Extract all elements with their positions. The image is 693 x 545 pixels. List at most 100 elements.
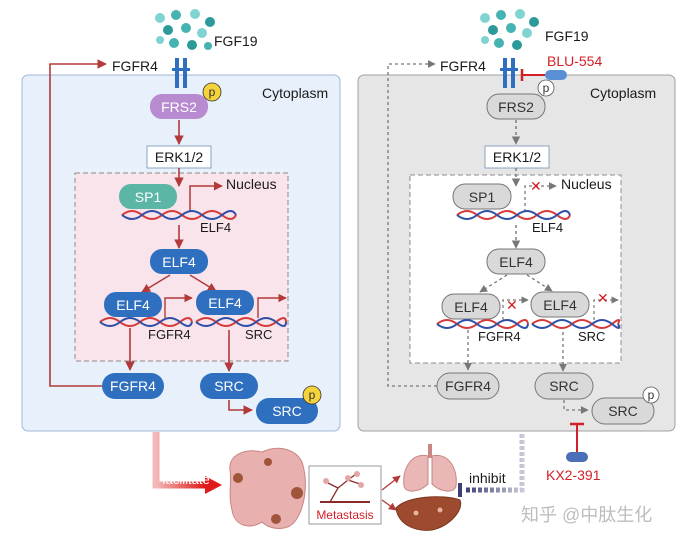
right-fgfr4-node-label: FGFR4	[445, 378, 491, 394]
right-elf4-right-node	[530, 291, 590, 318]
right-block-x-src: ✕	[597, 290, 609, 306]
liver-icon	[395, 496, 462, 531]
left-fgf19-ligand-icon	[155, 9, 215, 50]
left-erk-label: ERK1/2	[155, 149, 203, 165]
left-src-node	[200, 373, 258, 399]
facilitate-arrowhead	[205, 476, 222, 494]
right-elf4-right-label: ELF4	[543, 297, 577, 313]
left-fgfr4-node-label: FGFR4	[110, 378, 156, 394]
right-arrow-src-gene	[593, 296, 619, 320]
right-fgf19-label: FGF19	[545, 28, 589, 44]
left-src-node-label: SRC	[214, 378, 244, 394]
left-phospho-badge-src	[302, 385, 322, 405]
lung-icon	[403, 444, 457, 492]
left-sp1-label: SP1	[135, 189, 162, 205]
right-fgfr4-label: FGFR4	[440, 58, 486, 74]
left-dna-fgfr4-icon	[99, 317, 193, 327]
left-elf4-left-node	[104, 292, 162, 317]
facilitate-label: facilitate	[162, 472, 210, 487]
right-src-gene-label: SRC	[578, 329, 605, 344]
metastasis-tree-icon	[320, 471, 370, 503]
right-fgfr4-gene-label: FGFR4	[478, 329, 521, 344]
metastasis-label: Metastasis	[316, 508, 373, 522]
right-frs2-label: FRS2	[498, 99, 534, 115]
right-src-p-label: SRC	[608, 403, 638, 419]
left-frs2-label: FRS2	[161, 99, 197, 115]
right-feedback-arrow	[387, 60, 437, 387]
right-phospho-label-frs2: p	[543, 81, 550, 95]
left-arrow-to-nucleus	[189, 181, 223, 212]
left-frs2-node	[150, 94, 208, 119]
left-feedback-arrow	[49, 59, 107, 387]
inhibit-label: inhibit	[469, 470, 506, 486]
right-arrow-elf4-left	[479, 274, 508, 293]
metastasis-arrow-lung	[381, 475, 401, 491]
left-cytoplasm-label: Cytoplasm	[262, 85, 328, 101]
kx2391-capsule-icon	[566, 452, 588, 462]
right-dna-src-icon	[531, 319, 621, 329]
left-elf4-left-label: ELF4	[116, 297, 150, 313]
right-src-p-node	[591, 397, 655, 425]
left-elf4-node	[150, 249, 208, 274]
right-elf4-gene-label: ELF4	[532, 220, 563, 235]
metastasis-box	[308, 465, 382, 525]
left-phospho-badge-frs2	[202, 82, 222, 102]
right-dna-fgfr4-icon	[436, 319, 529, 329]
right-src-node-label: SRC	[549, 378, 579, 394]
kx2391-label: KX2-391	[546, 467, 601, 483]
right-arrow-to-nucleus	[524, 182, 557, 212]
left-elf4-right-label: ELF4	[208, 295, 242, 311]
right-blu554-capsule-icon	[545, 70, 567, 80]
right-arrow-elf4-right	[526, 274, 553, 292]
left-src-p-label: SRC	[272, 403, 302, 419]
left-arrow-src-phos	[228, 400, 253, 415]
left-arrow-elf4left-to-elf4right	[164, 293, 193, 318]
right-erk-label: ERK1/2	[493, 149, 541, 165]
right-sp1-label: SP1	[469, 189, 496, 205]
right-phospho-badge-src	[642, 386, 660, 404]
right-frs2-node	[486, 93, 546, 120]
right-cytoplasm-label: Cytoplasm	[590, 85, 656, 101]
right-elf4-label: ELF4	[499, 254, 533, 270]
left-fgfr4-receptor-icon	[172, 58, 190, 88]
facilitate-arrow	[152, 432, 205, 489]
watermark-text: 知乎 @中肽生化	[521, 505, 652, 525]
left-src-p-node	[256, 398, 318, 424]
right-fgfr4-receptor-icon	[500, 58, 518, 88]
right-fgf19-ligand-icon	[480, 9, 539, 50]
left-arrow-elf4-left	[141, 274, 171, 293]
left-fgfr4-node	[102, 373, 164, 399]
left-arrow-elf4-right	[189, 274, 217, 292]
left-fgfr4-label: FGFR4	[112, 58, 158, 74]
left-fgfr4-gene-label: FGFR4	[148, 327, 191, 342]
right-dna-elf4-icon	[456, 210, 571, 220]
right-phospho-badge-frs2	[537, 79, 555, 97]
right-elf4-left-label: ELF4	[454, 299, 488, 315]
left-phospho-label-src: p	[309, 388, 316, 402]
left-nucleus-label: Nucleus	[226, 176, 277, 192]
right-arrow-elf4left-to-elf4right	[502, 296, 529, 320]
left-dna-elf4-icon	[121, 210, 237, 220]
left-elf4-gene-label: ELF4	[200, 220, 231, 235]
left-arrow-src-gene	[257, 293, 287, 318]
left-fgf19-label: FGF19	[214, 33, 258, 49]
left-src-gene-label: SRC	[245, 327, 272, 342]
right-nucleus-label: Nucleus	[561, 176, 612, 192]
right-arrow-src-phos	[563, 400, 589, 414]
left-phospho-label-frs2: p	[209, 85, 216, 99]
left-elf4-right-node	[196, 290, 254, 315]
right-elf4-node	[486, 248, 546, 275]
left-dna-src-icon	[195, 317, 287, 327]
inhibit-arrow	[466, 434, 525, 493]
right-blu554-label: BLU-554	[547, 53, 602, 69]
right-erk-node	[484, 145, 550, 169]
left-elf4-label: ELF4	[162, 254, 196, 270]
right-src-node	[534, 372, 594, 400]
metastasis-arrow-liver	[381, 499, 397, 511]
left-sp1-node	[119, 184, 177, 209]
right-phospho-label-src: p	[648, 388, 655, 402]
right-sp1-node	[452, 183, 512, 210]
right-block-x-fgfr4: ✕	[506, 297, 518, 313]
